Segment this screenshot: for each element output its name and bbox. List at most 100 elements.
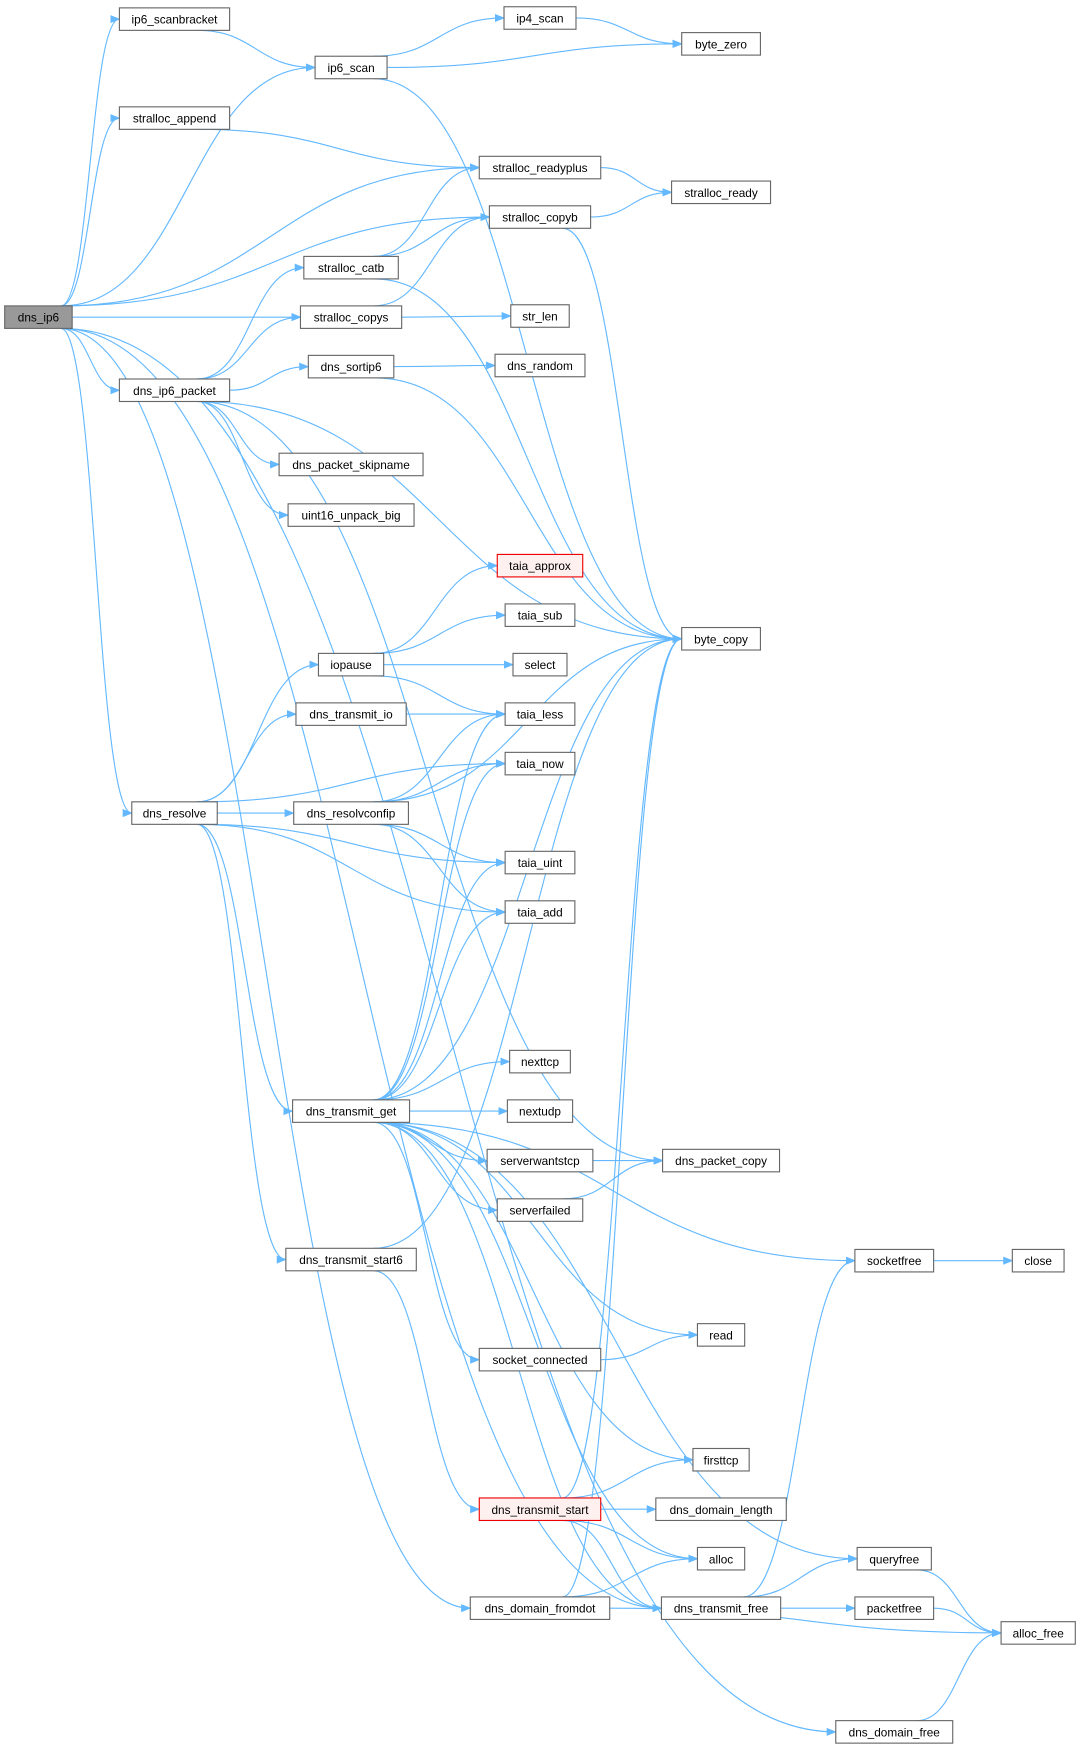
node-stralloc-copys[interactable]: stralloc_copys xyxy=(299,305,403,329)
node-dns-resolvconfip[interactable]: dns_resolvconfip xyxy=(293,801,409,825)
edge-dns_domain_free-to-alloc_free xyxy=(916,1628,1003,1722)
node-packetfree[interactable]: packetfree xyxy=(854,1596,935,1620)
edge-dns_transmit_start-to-dns_transmit_free xyxy=(562,1519,663,1613)
node-dns-domain-fromdot[interactable]: dns_domain_fromdot xyxy=(469,1596,611,1620)
node-ip4-scan[interactable]: ip4_scan xyxy=(503,6,577,30)
edge-stralloc_readyplus-to-stralloc_ready xyxy=(600,167,673,197)
node-box xyxy=(287,503,415,527)
node-socket-connected[interactable]: socket_connected xyxy=(478,1347,602,1372)
node-label: ip6_scan xyxy=(327,61,374,75)
node-label: taia_uint xyxy=(518,856,563,870)
node-box xyxy=(314,55,388,80)
node-byte-copy[interactable]: byte_copy xyxy=(681,626,761,651)
edge-dns_ip6_packet-to-dns_sortip6 xyxy=(229,362,310,391)
edge-dns_transmit_start-to-firsttcp xyxy=(562,1455,694,1499)
node-box xyxy=(131,801,218,825)
node-stralloc-append[interactable]: stralloc_append xyxy=(118,106,231,130)
node-box xyxy=(856,1546,932,1571)
node-box xyxy=(854,1248,935,1273)
node-label: dns_packet_copy xyxy=(675,1154,767,1168)
node-alloc-free[interactable]: alloc_free xyxy=(1000,1621,1076,1645)
edge-dns_transmit_get-to-taia_less xyxy=(373,710,507,1101)
node-dns-transmit-start[interactable]: dns_transmit_start xyxy=(478,1497,602,1522)
node-taia-approx[interactable]: taia_approx xyxy=(496,553,584,578)
node-dns-transmit-get[interactable]: dns_transmit_get xyxy=(292,1099,411,1123)
edge-dns_transmit_get-to-serverfailed xyxy=(373,1121,499,1215)
edge-dns_transmit_get-to-firsttcp xyxy=(373,1121,694,1464)
node-uint16-unpack-big[interactable]: uint16_unpack_big xyxy=(287,503,415,527)
node-alloc[interactable]: alloc xyxy=(696,1546,746,1571)
node-stralloc-readyplus[interactable]: stralloc_readyplus xyxy=(478,155,602,180)
node-dns-packet-skipname[interactable]: dns_packet_skipname xyxy=(278,452,424,477)
node-box xyxy=(504,900,576,924)
node-box xyxy=(504,850,576,875)
node-label: close xyxy=(1024,1254,1052,1268)
node-taia-less[interactable]: taia_less xyxy=(504,702,576,726)
node-nextudp[interactable]: nextudp xyxy=(506,1099,574,1123)
node-box xyxy=(285,1247,417,1272)
node-stralloc-catb[interactable]: stralloc_catb xyxy=(303,255,399,280)
node-socketfree[interactable]: socketfree xyxy=(854,1248,935,1273)
edge-iopause-to-taia_less xyxy=(373,675,507,719)
node-label: stralloc_copys xyxy=(314,311,389,325)
node-taia-uint[interactable]: taia_uint xyxy=(504,850,576,875)
node-label: stralloc_readyplus xyxy=(492,161,587,175)
node-close[interactable]: close xyxy=(1011,1248,1065,1273)
edge-dns_ip6-to-dns_domain_fromdot xyxy=(60,327,472,1613)
node-firsttcp[interactable]: firsttcp xyxy=(692,1447,750,1472)
node-dns-transmit-free[interactable]: dns_transmit_free xyxy=(660,1596,782,1620)
edge-dns_transmit_get-to-taia_add xyxy=(373,908,507,1101)
node-ip6-scanbracket[interactable]: ip6_scanbracket xyxy=(118,7,231,31)
node-str-len[interactable]: str_len xyxy=(510,304,570,328)
edge-dns_sortip6-to-byte_copy xyxy=(373,377,683,643)
node-label: queryfree xyxy=(869,1552,919,1566)
node-label: dns_transmit_get xyxy=(306,1105,397,1119)
node-taia-sub[interactable]: taia_sub xyxy=(504,603,576,627)
edge-dns_resolve-to-taia_uint xyxy=(196,823,507,867)
node-dns-transmit-start6[interactable]: dns_transmit_start6 xyxy=(285,1247,417,1272)
edge-dns_ip6-to-ip6_scan xyxy=(60,63,317,307)
node-queryfree[interactable]: queryfree xyxy=(856,1546,932,1571)
edge-dns_sortip6-to-dns_random xyxy=(393,361,497,370)
node-taia-add[interactable]: taia_add xyxy=(504,900,576,924)
node-serverfailed[interactable]: serverfailed xyxy=(496,1198,584,1222)
node-label: taia_approx xyxy=(509,559,571,573)
node-dns-packet-copy[interactable]: dns_packet_copy xyxy=(662,1148,781,1173)
edge-dns_ip6-to-dns_ip6_packet xyxy=(60,327,121,395)
node-dns-domain-length[interactable]: dns_domain_length xyxy=(655,1497,787,1522)
node-label: dns_packet_skipname xyxy=(292,458,410,472)
node-dns-ip6-packet[interactable]: dns_ip6_packet xyxy=(118,378,231,403)
node-box xyxy=(696,1546,746,1571)
node-box xyxy=(509,1049,571,1074)
node-ip6-scan[interactable]: ip6_scan xyxy=(314,55,388,80)
node-label: taia_add xyxy=(517,906,562,920)
node-byte-zero[interactable]: byte_zero xyxy=(681,32,761,56)
node-dns-random[interactable]: dns_random xyxy=(494,353,586,378)
node-label: taia_less xyxy=(517,708,564,722)
node-read[interactable]: read xyxy=(696,1323,746,1347)
node-label: stralloc_copyb xyxy=(502,211,578,225)
node-stralloc-copyb[interactable]: stralloc_copyb xyxy=(488,205,592,229)
node-box xyxy=(469,1596,611,1620)
edge-dns_resolve-to-iopause xyxy=(196,660,320,803)
node-nexttcp[interactable]: nexttcp xyxy=(509,1049,571,1074)
node-dns-resolve[interactable]: dns_resolve xyxy=(131,801,218,825)
node-dns-domain-free[interactable]: dns_domain_free xyxy=(835,1720,954,1744)
node-label: firsttcp xyxy=(704,1453,739,1467)
node-dns-ip6[interactable]: dns_ip6 xyxy=(4,305,73,329)
node-label: dns_sortip6 xyxy=(321,360,382,374)
node-iopause[interactable]: iopause xyxy=(317,652,385,677)
node-taia-now[interactable]: taia_now xyxy=(504,751,576,776)
edge-dns_transmit_get-to-queryfree xyxy=(373,1121,859,1563)
edge-dns_resolvconfip-to-taia_add xyxy=(373,823,507,917)
node-dns-transmit-io[interactable]: dns_transmit_io xyxy=(295,702,407,726)
node-dns-sortip6[interactable]: dns_sortip6 xyxy=(307,354,395,379)
node-select[interactable]: select xyxy=(512,652,568,677)
node-label: dns_random xyxy=(507,359,573,373)
node-serverwantstcp[interactable]: serverwantstcp xyxy=(486,1148,594,1173)
node-label: read xyxy=(709,1328,733,1342)
edge-dns_transmit_start-to-byte_copy xyxy=(562,634,683,1499)
node-stralloc-ready[interactable]: stralloc_ready xyxy=(671,180,772,205)
edge-ip4_scan-to-byte_zero xyxy=(575,17,683,48)
edge-stralloc_catb-to-stralloc_copyb xyxy=(373,213,491,257)
